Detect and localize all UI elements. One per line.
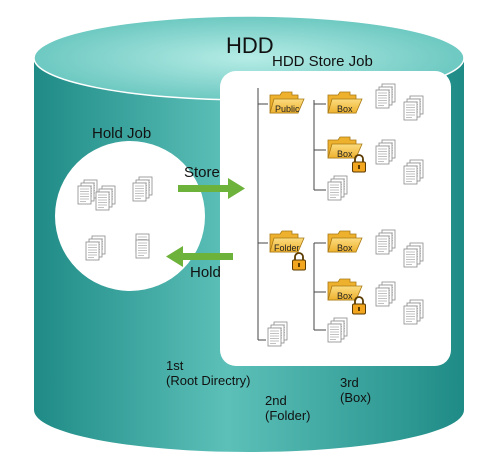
directory-tree [257, 88, 326, 341]
document-stack-icon [376, 230, 395, 254]
folder-label-folder: Folder [274, 243, 300, 253]
document-stack-icon [376, 84, 395, 108]
document-stack-icon [328, 318, 347, 342]
hdd-title: HDD [226, 33, 274, 58]
document-stack-icon [404, 300, 423, 324]
document-stack-icon [376, 140, 395, 164]
document-stack-icon [404, 243, 423, 267]
document-stack-icon [96, 186, 115, 210]
level-second-label: 2nd (Folder) [265, 393, 311, 423]
document-stack-icon [328, 176, 347, 200]
arrow-left-icon [166, 246, 233, 267]
hold-job-circle [55, 141, 205, 291]
folder-label-box: Box [337, 243, 353, 253]
folder-label-box: Box [337, 291, 353, 301]
store-job-title: HDD Store Job [272, 53, 373, 70]
document-stack-icon [376, 282, 395, 306]
level-third-label: 3rd (Box) [340, 375, 372, 405]
hold-arrow-label: Hold [190, 264, 221, 281]
arrow-right-icon [178, 178, 245, 199]
folder-box-4[interactable]: Box [327, 278, 367, 315]
level-first-label: 1st (Root Directry) [166, 358, 251, 388]
folder-box-1[interactable]: Box [327, 91, 363, 114]
document-stack-icon [78, 180, 97, 204]
folder-label-box: Box [337, 149, 353, 159]
document-stack-icon [268, 322, 287, 346]
folder-box-2[interactable]: Box [327, 136, 367, 173]
document-stack-icon [86, 236, 105, 260]
document-stack-icon [404, 96, 423, 120]
folder-box-3[interactable]: Box [327, 230, 363, 253]
store-arrow-label: Store [184, 164, 220, 181]
document-stack-icon [404, 160, 423, 184]
document-icon [135, 239, 150, 259]
document-stack-icon [133, 177, 152, 201]
folder-folder[interactable]: Folder [269, 230, 307, 271]
folder-public[interactable]: Public [269, 91, 305, 114]
hold-job-title: Hold Job [92, 125, 152, 142]
folder-label-public: Public [275, 104, 300, 114]
folder-label-box: Box [337, 104, 353, 114]
